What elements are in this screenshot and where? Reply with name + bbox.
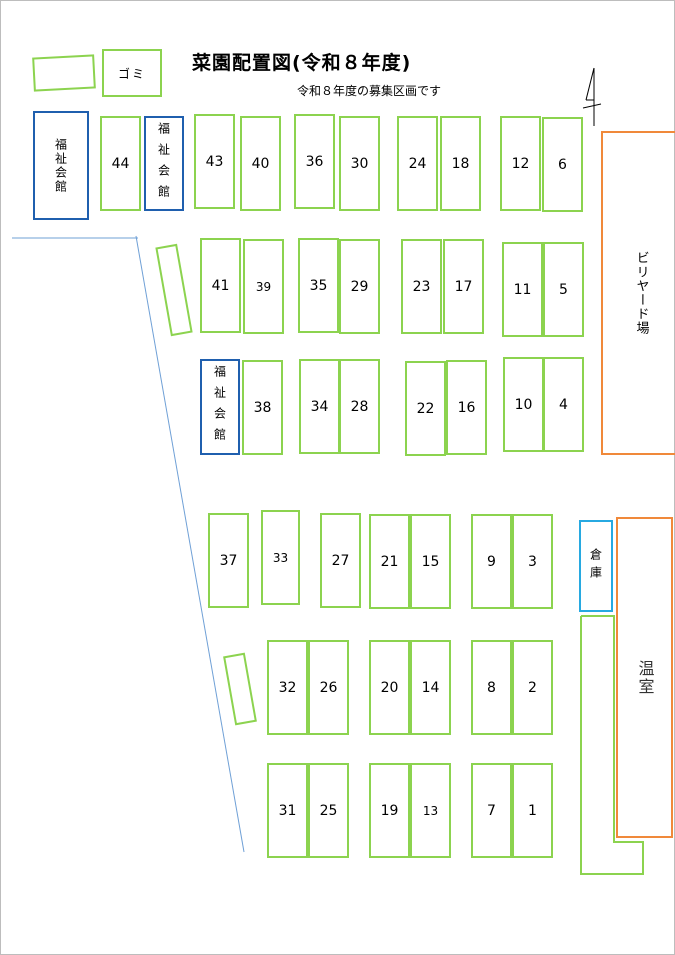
plot-5: 5 (543, 242, 584, 337)
spare-plot (32, 54, 96, 92)
plot-17: 17 (443, 239, 484, 334)
page-subtitle: 令和８年度の募集区画です (297, 84, 442, 98)
plot-44: 44 (100, 116, 141, 211)
storage-shed: 倉庫 (579, 520, 613, 612)
plot-43: 43 (194, 114, 235, 209)
spare-plot (155, 243, 193, 337)
plot-8: 8 (471, 640, 512, 735)
plot-6: 6 (542, 117, 583, 212)
path-line (135, 235, 245, 853)
plot-12: 12 (500, 116, 541, 211)
welfare-hall: 福祉会館 (33, 111, 89, 220)
plot-36: 36 (294, 114, 335, 209)
plot-7: 7 (471, 763, 512, 858)
plot-28: 28 (339, 359, 380, 454)
plot-1: 1 (512, 763, 553, 858)
plot-21: 21 (369, 514, 410, 609)
plot-34: 34 (299, 359, 340, 454)
plot-24: 24 (397, 116, 438, 211)
plot-16: 16 (446, 360, 487, 455)
plot-37: 37 (208, 513, 249, 608)
plot-14: 14 (410, 640, 451, 735)
plot-38: 38 (242, 360, 283, 455)
plot-13: 13 (410, 763, 451, 858)
plot-29: 29 (339, 239, 380, 334)
billiards-hall: ビリヤード場 (601, 131, 675, 455)
plot-11: 11 (502, 242, 543, 337)
garbage-area: ゴミ (102, 49, 162, 97)
plot-9: 9 (471, 514, 512, 609)
plot-22: 22 (405, 361, 446, 456)
plot-41: 41 (200, 238, 241, 333)
l-shaped-plot (580, 615, 644, 875)
plot-33: 33 (261, 510, 300, 605)
plot-20: 20 (369, 640, 410, 735)
welfare-hall: 福祉会館 (144, 116, 184, 211)
welfare-hall: 福祉会館 (200, 359, 240, 455)
welfare-hall-label: 福祉会館 (212, 365, 227, 449)
north-arrow-icon (582, 67, 602, 126)
plot-2: 2 (512, 640, 553, 735)
spare-plot (223, 652, 257, 726)
plot-4: 4 (543, 357, 584, 452)
plot-30: 30 (339, 116, 380, 211)
plot-32: 32 (267, 640, 308, 735)
greenhouse: 温室 (616, 517, 673, 838)
welfare-hall-label: 福祉会館 (53, 137, 68, 194)
plot-40: 40 (240, 116, 281, 211)
plot-19: 19 (369, 763, 410, 858)
plot-31: 31 (267, 763, 308, 858)
plot-10: 10 (503, 357, 544, 452)
plot-23: 23 (401, 239, 442, 334)
billiards-hall-label: ビリヤード場 (633, 251, 649, 335)
plot-26: 26 (308, 640, 349, 735)
plot-15: 15 (410, 514, 451, 609)
plot-35: 35 (298, 238, 339, 333)
page-title: 菜園配置図(令和８年度) (192, 52, 412, 74)
plot-3: 3 (512, 514, 553, 609)
welfare-hall-label: 福祉会館 (156, 121, 171, 206)
storage-shed-label: 倉庫 (588, 548, 603, 584)
greenhouse-label: 温室 (635, 659, 655, 696)
plot-27: 27 (320, 513, 361, 608)
plot-39: 39 (243, 239, 284, 334)
plot-18: 18 (440, 116, 481, 211)
plot-25: 25 (308, 763, 349, 858)
